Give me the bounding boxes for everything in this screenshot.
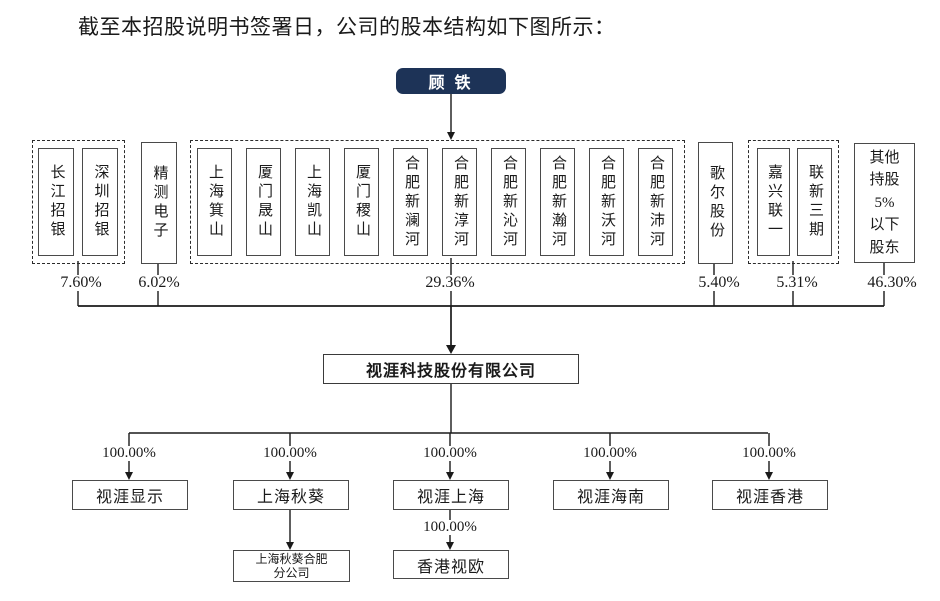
- pct-label-sub-1: 100.00%: [99, 446, 159, 461]
- shareholder-group-1: [32, 140, 125, 264]
- company-box: 视涯科技股份有限公司: [323, 354, 579, 384]
- shareholder-box-xiamen-shengshan: 厦门晟山: [246, 148, 281, 256]
- subsidiary-box-shiya-shanghai: 视涯上海: [393, 480, 509, 510]
- shareholder-box-shanghai-kaishan: 上海凯山: [295, 148, 330, 256]
- pct-label-child-shiou: 100.00%: [420, 520, 480, 535]
- page-title: 截至本招股说明书签署日，公司的股本结构如下图所示：: [78, 15, 616, 39]
- shareholder-box-hefei-xinpeihe: 合肥新沛河: [638, 148, 673, 256]
- pct-label-sub-4: 100.00%: [580, 446, 640, 461]
- pct-label-sub-2: 100.00%: [260, 446, 320, 461]
- shareholder-box-hefei-xinqinhe: 合肥新沁河: [491, 148, 526, 256]
- shareholder-box-hefei-xinhanhe: 合肥新瀚河: [540, 148, 575, 256]
- subsidiary-box-shiya-xianshi: 视涯显示: [72, 480, 188, 510]
- child-box-xianggang-shiou: 香港视欧: [393, 550, 509, 579]
- controller-box: 顾 铁: [396, 68, 506, 94]
- shareholder-box-shanghai-jishan: 上海箕山: [197, 148, 232, 256]
- shareholder-box-jingce-dianzi: 精测电子: [141, 142, 177, 264]
- subsidiary-box-shiya-xianggang: 视涯香港: [712, 480, 828, 510]
- shareholder-box-xiamen-jishan: 厦门稷山: [344, 148, 379, 256]
- shareholder-box-hefei-xinwohe: 合肥新沃河: [589, 148, 624, 256]
- shareholder-box-shenzhen-zhaoyin: 深圳招银: [82, 148, 118, 256]
- pct-label-group-2: 6.02%: [135, 275, 183, 291]
- pct-label-group-3: 29.36%: [422, 275, 478, 291]
- shareholder-box-other-label: 其他持股5%以下股东: [869, 149, 900, 256]
- pct-label-sub-5: 100.00%: [739, 446, 799, 461]
- shareholder-box-changjiang-zhaoyin: 长江招银: [38, 148, 74, 256]
- shareholder-group-5: [748, 140, 839, 264]
- pct-label-group-6: 46.30%: [864, 275, 920, 291]
- shareholder-box-other-under-5pct: 其他持股5%以下股东: [854, 143, 915, 263]
- shareholder-box-hefei-xinchunhe: 合肥新淳河: [442, 148, 477, 256]
- shareholder-group-3: [190, 140, 685, 264]
- child-box-qiukui-hefei-label: 上海秋葵合肥分公司: [255, 552, 328, 580]
- pct-label-sub-3: 100.00%: [420, 446, 480, 461]
- subsidiary-box-shanghai-qiukui: 上海秋葵: [233, 480, 349, 510]
- shareholder-box-lianxin-sanqi: 联新三期: [797, 148, 832, 256]
- pct-label-group-5: 5.31%: [773, 275, 821, 291]
- subsidiary-box-shiya-hainan: 视涯海南: [553, 480, 669, 510]
- pct-label-group-1: 7.60%: [57, 275, 105, 291]
- shareholder-box-jiaxing-lianyi: 嘉兴联一: [757, 148, 790, 256]
- shareholder-box-geer-gufen: 歌尔股份: [698, 142, 733, 264]
- shareholder-box-hefei-xinlanhe: 合肥新澜河: [393, 148, 428, 256]
- child-box-qiukui-hefei-branch: 上海秋葵合肥分公司: [233, 550, 350, 582]
- pct-label-group-4: 5.40%: [695, 275, 743, 291]
